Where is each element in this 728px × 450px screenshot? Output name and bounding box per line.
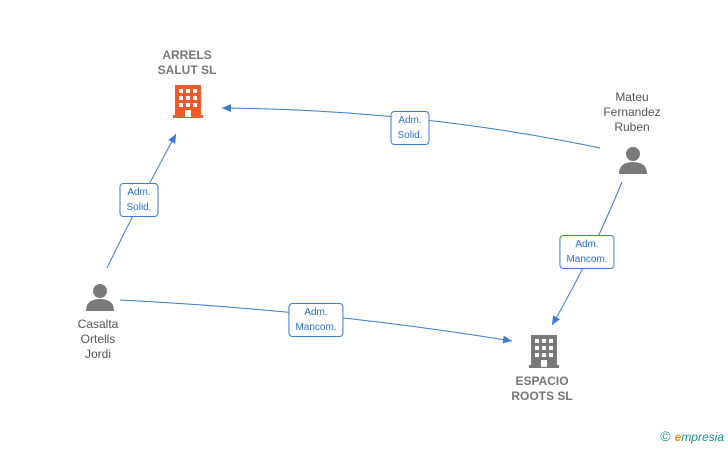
brand-name: mpresia	[681, 430, 724, 444]
edge-label-mateu-espacio: Adm. Mancom.	[559, 235, 615, 269]
edge-label-casalta-arrels: Adm. Solid.	[119, 183, 159, 217]
person-icon[interactable]	[619, 147, 647, 174]
empresia-logo: ©empresia	[660, 428, 724, 444]
building-icon[interactable]	[173, 85, 203, 118]
node-label-casalta-ortells-jordi[interactable]: Casalta Ortells Jordi	[77, 317, 119, 361]
building-icon[interactable]	[529, 335, 559, 368]
person-icon[interactable]	[86, 284, 114, 311]
copyright-symbol: ©	[660, 428, 671, 444]
node-label-espacio-roots[interactable]: ESPACIO ROOTS SL	[511, 374, 573, 403]
edge-label-casalta-espacio: Adm. Mancom.	[288, 303, 344, 337]
node-label-arrels-salut[interactable]: ARRELS SALUT SL	[157, 48, 217, 77]
brand-initial: e	[674, 430, 682, 444]
node-label-mateu-fernandez-ruben[interactable]: Mateu Fernandez Ruben	[603, 90, 661, 134]
edge-label-mateu-arrels: Adm. Solid.	[390, 111, 430, 145]
